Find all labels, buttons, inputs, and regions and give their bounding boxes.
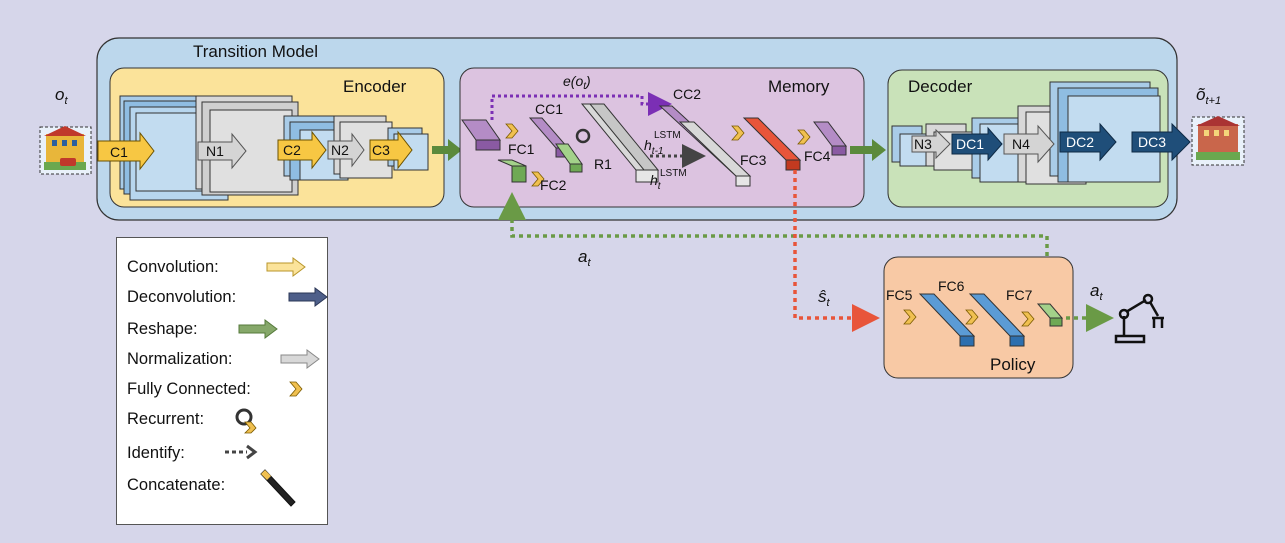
layer-c2: C2 (277, 130, 327, 170)
fc1-chevron (505, 123, 519, 139)
identity-path-state (793, 170, 880, 332)
cc1-label: CC1 (535, 101, 563, 117)
fc2-bar (555, 143, 583, 173)
reshape-arrow-icon (238, 319, 278, 339)
svg-text:C1: C1 (110, 144, 128, 160)
cc2-bar (658, 105, 752, 187)
svg-text:DC2: DC2 (1066, 134, 1094, 150)
legend-item-deconvolution: Deconvolution: (127, 288, 237, 306)
svg-text:N4: N4 (1012, 136, 1030, 152)
r1-bar (580, 103, 660, 183)
fc6-chevron (965, 309, 979, 325)
h-prev-lstm: LSTM (654, 130, 681, 141)
fc4-chevron (797, 129, 811, 145)
convolution-arrow-icon (266, 257, 306, 277)
state-bar (742, 117, 802, 171)
fc2-chevron (531, 171, 545, 187)
encoder-title: Encoder (343, 77, 407, 96)
pred-obs-label: õt+1 (1196, 85, 1221, 107)
layer-c3: C3 (369, 130, 413, 170)
fc2-small-bar (497, 159, 527, 183)
legend-item-convolution: Convolution: (127, 258, 219, 276)
recurrent-icon (235, 408, 257, 434)
fc5-label: FC5 (886, 287, 913, 303)
h-prev-label: ht-1 (644, 137, 663, 157)
layer-n3: N3 (911, 128, 951, 160)
state-label: ŝt (818, 287, 831, 309)
fc7-bar (968, 293, 1026, 347)
svg-text:DC1: DC1 (956, 136, 984, 152)
legend-item-concatenate: Concatenate: (127, 476, 226, 494)
h-cur-label: ht (650, 172, 662, 192)
legend-item-normalization: Normalization: (127, 350, 233, 368)
fc2-label: FC2 (540, 177, 567, 193)
memory-box (459, 67, 865, 208)
memory-title: Memory (768, 77, 830, 96)
action-bar (1036, 303, 1064, 327)
fc7-label: FC7 (1006, 287, 1033, 303)
action-label-mid: at (578, 247, 591, 269)
layer-dc2: DC2 (1059, 122, 1117, 162)
action-label-out: at (1090, 281, 1103, 303)
fc3-label: FC3 (740, 152, 767, 168)
pen-icon (260, 469, 296, 507)
robot-arm-icon (1114, 293, 1164, 344)
embedding-label: e(ot) (563, 73, 591, 92)
fc1-label: FC1 (508, 141, 535, 157)
layer-n1: N1 (197, 132, 247, 170)
reshape-arrow-enc-mem (432, 139, 462, 161)
legend: Convolution: Deconvolution: Reshape: Nor… (116, 237, 328, 525)
h-cur-lstm: LSTM (660, 168, 687, 179)
reshape-arrow-mem-dec (850, 139, 886, 161)
fc6-label: FC6 (938, 278, 965, 294)
obs-label: ot (55, 85, 68, 107)
layer-dc3: DC3 (1131, 122, 1191, 162)
fc4-bar (813, 121, 847, 156)
decoder-title: Decoder (908, 77, 973, 96)
policy-box (883, 256, 1074, 379)
legend-item-identify: Identify: (127, 444, 185, 462)
policy-title: Policy (990, 355, 1036, 374)
fc6-bar (918, 293, 976, 347)
fc3-chevron (731, 125, 745, 141)
embedding-bar (461, 119, 501, 151)
layer-c1: C1 (97, 131, 155, 171)
svg-text:N3: N3 (914, 136, 932, 152)
cc2-label: CC2 (673, 86, 701, 102)
identity-path-embedding (490, 92, 672, 120)
r1-label: R1 (594, 156, 612, 172)
layer-n2: N2 (327, 132, 365, 168)
svg-text:C3: C3 (372, 142, 390, 158)
legend-item-fully-connected: Fully Connected: (127, 380, 251, 398)
normalization-arrow-icon (280, 349, 320, 369)
fc5-chevron (903, 309, 917, 325)
pred-obs-image (1191, 116, 1245, 166)
fc4-label: FC4 (804, 148, 831, 164)
dotted-arrow-icon (225, 444, 258, 460)
layer-n4: N4 (1003, 124, 1055, 164)
recurrent-icon (575, 128, 591, 144)
deconvolution-arrow-icon (288, 287, 328, 307)
svg-text:DC3: DC3 (1138, 134, 1166, 150)
legend-item-reshape: Reshape: (127, 320, 198, 338)
svg-text:N1: N1 (206, 143, 224, 159)
layer-dc1: DC1 (951, 126, 1003, 162)
chevron-icon (289, 381, 303, 397)
legend-item-recurrent: Recurrent: (127, 410, 205, 428)
svg-text:N2: N2 (331, 142, 349, 158)
svg-text:C2: C2 (283, 142, 301, 158)
fc7-chevron (1021, 311, 1035, 327)
transition-model-title: Transition Model (193, 42, 318, 61)
obs-image (39, 126, 92, 175)
